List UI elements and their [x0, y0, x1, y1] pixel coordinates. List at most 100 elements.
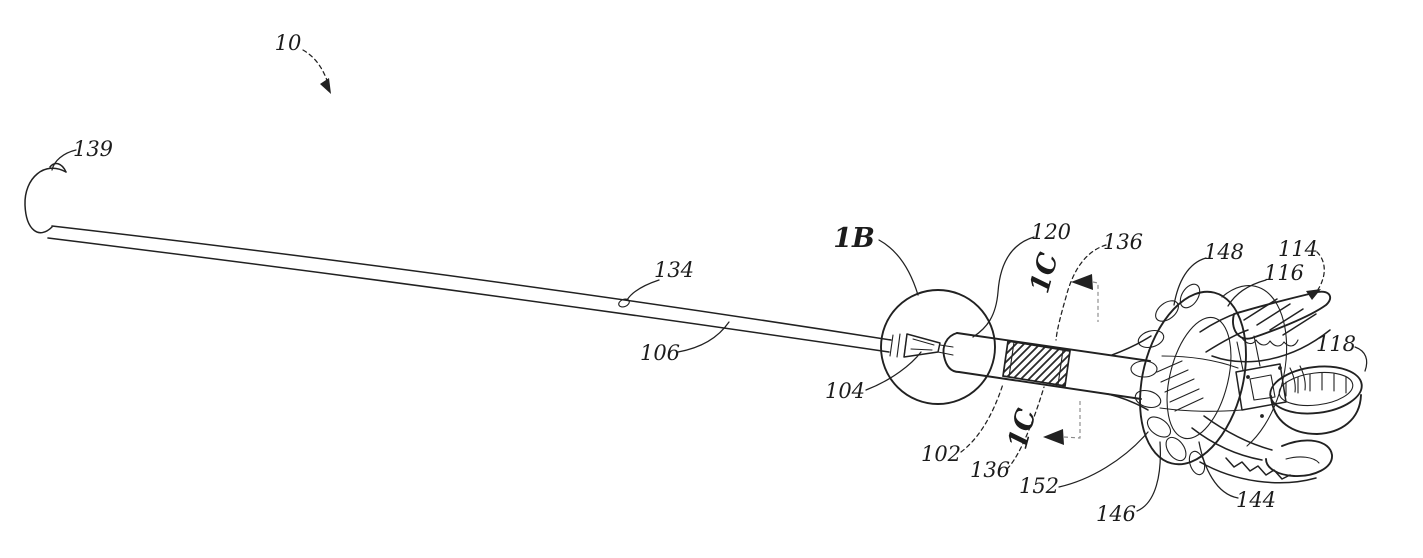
collar-scallops-stroke	[1179, 283, 1201, 309]
ref-label-114: 114	[1278, 237, 1318, 261]
section-cut-edges	[1008, 341, 1064, 386]
jaw-serration-ridges-stroke	[1256, 303, 1291, 326]
leader-136-top	[1055, 244, 1107, 341]
hatched-section-136	[1002, 340, 1071, 387]
leader-144	[1198, 441, 1239, 499]
ferrule-stroke	[937, 344, 954, 356]
guidewire-top-edge	[51, 225, 892, 341]
upper-jaw-arm-bottom	[1205, 329, 1249, 353]
ref-label-10: 10	[275, 31, 302, 55]
upper-jaw-paddle	[1232, 290, 1332, 340]
jaw-serration-ridges	[1243, 298, 1317, 336]
jaw-scalloped-edge	[1241, 337, 1299, 347]
lower-jaw-stroke	[1285, 456, 1320, 464]
ref-label-146: 146	[1096, 502, 1136, 526]
ref-label-120: 120	[1031, 220, 1071, 244]
leader-1B	[878, 239, 919, 296]
clevis-block	[1235, 335, 1306, 418]
ferrule-stroke	[903, 333, 941, 358]
ferrule-stroke	[889, 334, 894, 357]
collar-outer	[1139, 290, 1247, 466]
ferrule	[889, 333, 954, 358]
guidewire	[24, 162, 892, 353]
ferrule-stroke	[896, 333, 901, 358]
leader-116	[1227, 279, 1267, 307]
tube-top-edge	[956, 332, 1151, 362]
inner-shaft-shading-stroke	[1156, 360, 1204, 412]
collar-scallops-stroke	[1155, 300, 1179, 322]
ref-label-102: 102	[921, 442, 961, 466]
detail-circle-1B	[880, 289, 996, 405]
section-line-top	[1092, 281, 1099, 322]
clevis-block-stroke	[1246, 375, 1250, 379]
hub-cone-top	[1111, 335, 1152, 356]
hub-cone-bottom	[1107, 393, 1149, 411]
collar-scallops-stroke	[1130, 360, 1158, 378]
ref-label-104: 104	[825, 379, 865, 403]
collar-back-band	[1221, 284, 1288, 447]
ring-inner-rim	[1278, 371, 1354, 407]
section-arrow-top	[1071, 274, 1093, 290]
ref-label-134: 134	[654, 258, 694, 282]
ref-label-116: 116	[1264, 261, 1304, 285]
ring-wall-shading-stroke	[1285, 372, 1347, 397]
collar-scallops-stroke	[1146, 416, 1172, 438]
ref-label-152: 152	[1019, 474, 1059, 498]
inner-shaft-shading-stroke	[1161, 355, 1239, 369]
leader-104	[865, 351, 922, 391]
lower-jaw	[1191, 415, 1333, 484]
guidewire-hook-barb	[49, 162, 67, 173]
clevis-block-stroke	[1289, 365, 1306, 393]
inner-shaft-shading	[1156, 355, 1243, 412]
outer-tube	[942, 332, 1152, 411]
leader-lines	[51, 49, 1368, 512]
view-label-1B: 1B	[833, 223, 875, 254]
clevis-block-stroke	[1235, 363, 1287, 411]
ref-label-139: 139	[73, 137, 113, 161]
lower-jaw-foot	[1265, 439, 1333, 477]
lower-jaw-stroke	[1203, 415, 1273, 451]
ring-handle	[1269, 365, 1363, 435]
ref-label-118: 118	[1316, 332, 1356, 356]
inner-shaft-shading-stroke	[1159, 407, 1243, 412]
leader-139	[51, 149, 77, 171]
jaw-serration-ridges-stroke	[1269, 308, 1304, 331]
leader-136-bottom	[1006, 386, 1045, 470]
clevis-block-stroke	[1278, 366, 1282, 370]
clevis-block-stroke	[1249, 374, 1276, 401]
view-label-1C-bottom: 1C	[1002, 405, 1043, 452]
ref-label-106: 106	[640, 341, 680, 365]
guidewire-hook-curl	[24, 167, 67, 234]
clevis-block-stroke	[1236, 335, 1261, 371]
section-arrow-bottom	[1043, 429, 1064, 445]
ring-band-bottom	[1270, 394, 1362, 435]
reference-labels: 10 139 134 106 1B 120 136 1C 148 114 116…	[73, 31, 1356, 526]
rotation-collar	[1130, 283, 1288, 476]
upper-jaw	[1199, 290, 1332, 363]
leader-106	[677, 321, 730, 353]
collar-scallops-stroke	[1134, 389, 1162, 409]
under-jaw-sweep	[1211, 329, 1331, 363]
leader-120	[972, 236, 1035, 338]
collar-scallops	[1130, 283, 1206, 476]
jaw-serration-ridges-stroke	[1243, 298, 1278, 321]
collar-inner	[1166, 316, 1232, 440]
guidewire-bottom-edge	[47, 237, 890, 353]
collar-scallops-stroke	[1137, 329, 1165, 349]
collar-scallops-stroke	[1165, 436, 1187, 462]
section-marker-top	[1071, 274, 1099, 322]
ref-label-136-bottom: 136	[970, 458, 1010, 482]
clevis-block-stroke	[1260, 414, 1264, 418]
leader-10-arrowhead	[320, 78, 331, 94]
ref-label-136-top: 136	[1103, 230, 1143, 254]
leader-146	[1136, 441, 1161, 512]
callout-circle	[880, 289, 996, 405]
ref-label-144: 144	[1236, 488, 1276, 512]
leader-148	[1173, 257, 1207, 306]
view-label-1C-top: 1C	[1024, 249, 1065, 296]
lower-jaw-underside	[1199, 461, 1317, 484]
leader-118	[1354, 346, 1368, 372]
ring-wall-shading	[1285, 372, 1347, 397]
